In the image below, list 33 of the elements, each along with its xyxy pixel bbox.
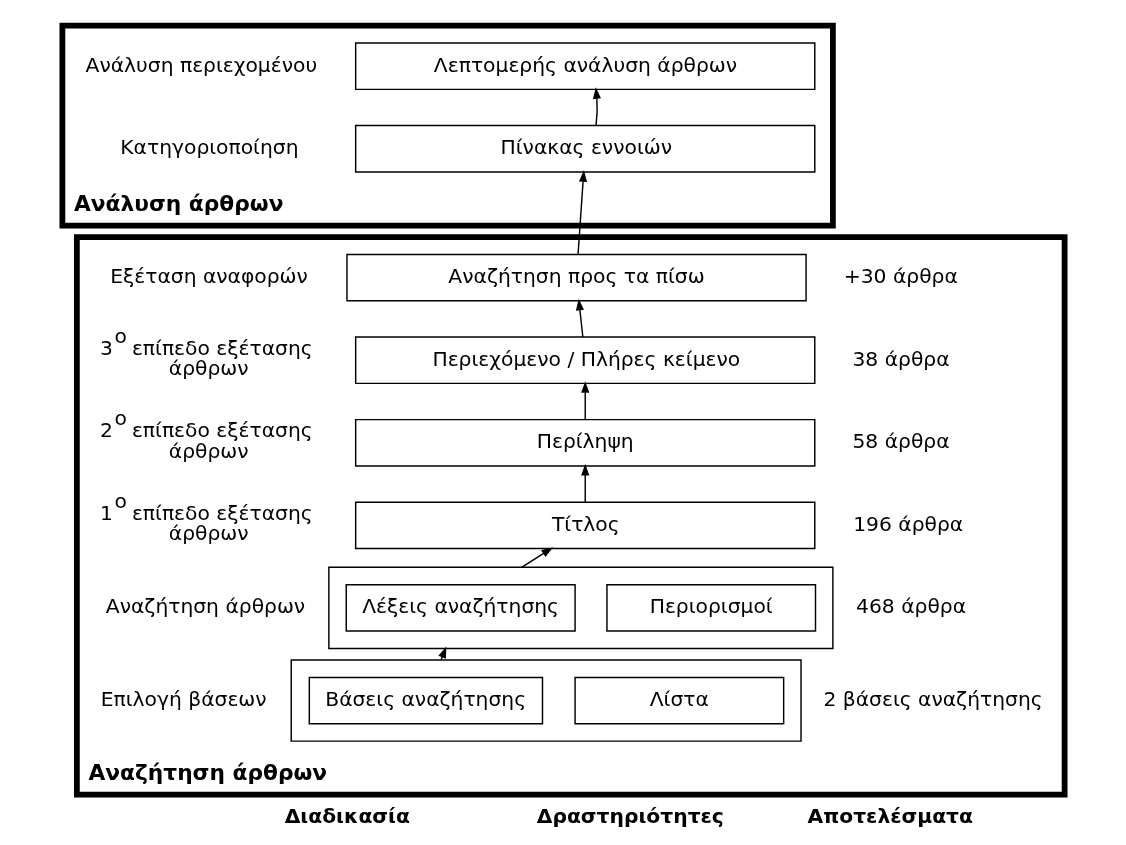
- node-box: Περιεχόμενο / Πλήρες κείμενο: [354, 336, 815, 385]
- arrow: [592, 87, 601, 127]
- arrow: [576, 170, 587, 255]
- label: 196 άρθρα: [852, 511, 963, 536]
- label: Δραστηριότητες: [536, 803, 724, 828]
- cluster: [327, 566, 834, 650]
- arrow: [520, 547, 553, 569]
- node-box: Περίληψη: [354, 418, 815, 467]
- label: 468 άρθρα: [855, 594, 966, 619]
- label: +30 άρθρα: [843, 264, 958, 289]
- label: 2 βάσεις αναζήτησης: [822, 686, 1043, 711]
- label: 58 άρθρα: [851, 429, 950, 454]
- label: Αποτελέσματα: [807, 803, 973, 828]
- node-box: Λεπτομερής ανάλυση άρθρων: [354, 42, 815, 91]
- node-box: Αναζήτηση προς τα πίσω: [345, 253, 807, 302]
- label: Εξέταση αναφορών: [109, 264, 308, 289]
- node-box: Βάσεις αναζήτησης: [308, 676, 543, 725]
- arrow: [580, 381, 589, 421]
- label: Αναζήτηση άρθρων: [105, 594, 305, 619]
- cluster: [290, 659, 802, 742]
- node-box: Πίνακας εννοιών: [354, 124, 815, 173]
- label: 38 άρθρα: [851, 346, 950, 371]
- arrow: [580, 463, 589, 503]
- node-box: Τίτλος: [354, 501, 815, 550]
- label: Επιλογή βάσεων: [100, 686, 267, 711]
- node-box: Λέξεις αναζήτησης: [345, 584, 576, 632]
- arrow: [575, 298, 584, 338]
- label: Διαδικασία: [284, 803, 410, 828]
- label: Κατηγοριοποίηση: [119, 135, 299, 160]
- node-box: Λίστα: [573, 676, 784, 725]
- label: Ανάλυση περιεχομένου: [85, 52, 317, 77]
- arrow: [437, 646, 446, 661]
- node-box: Περιορισμοί: [605, 584, 816, 632]
